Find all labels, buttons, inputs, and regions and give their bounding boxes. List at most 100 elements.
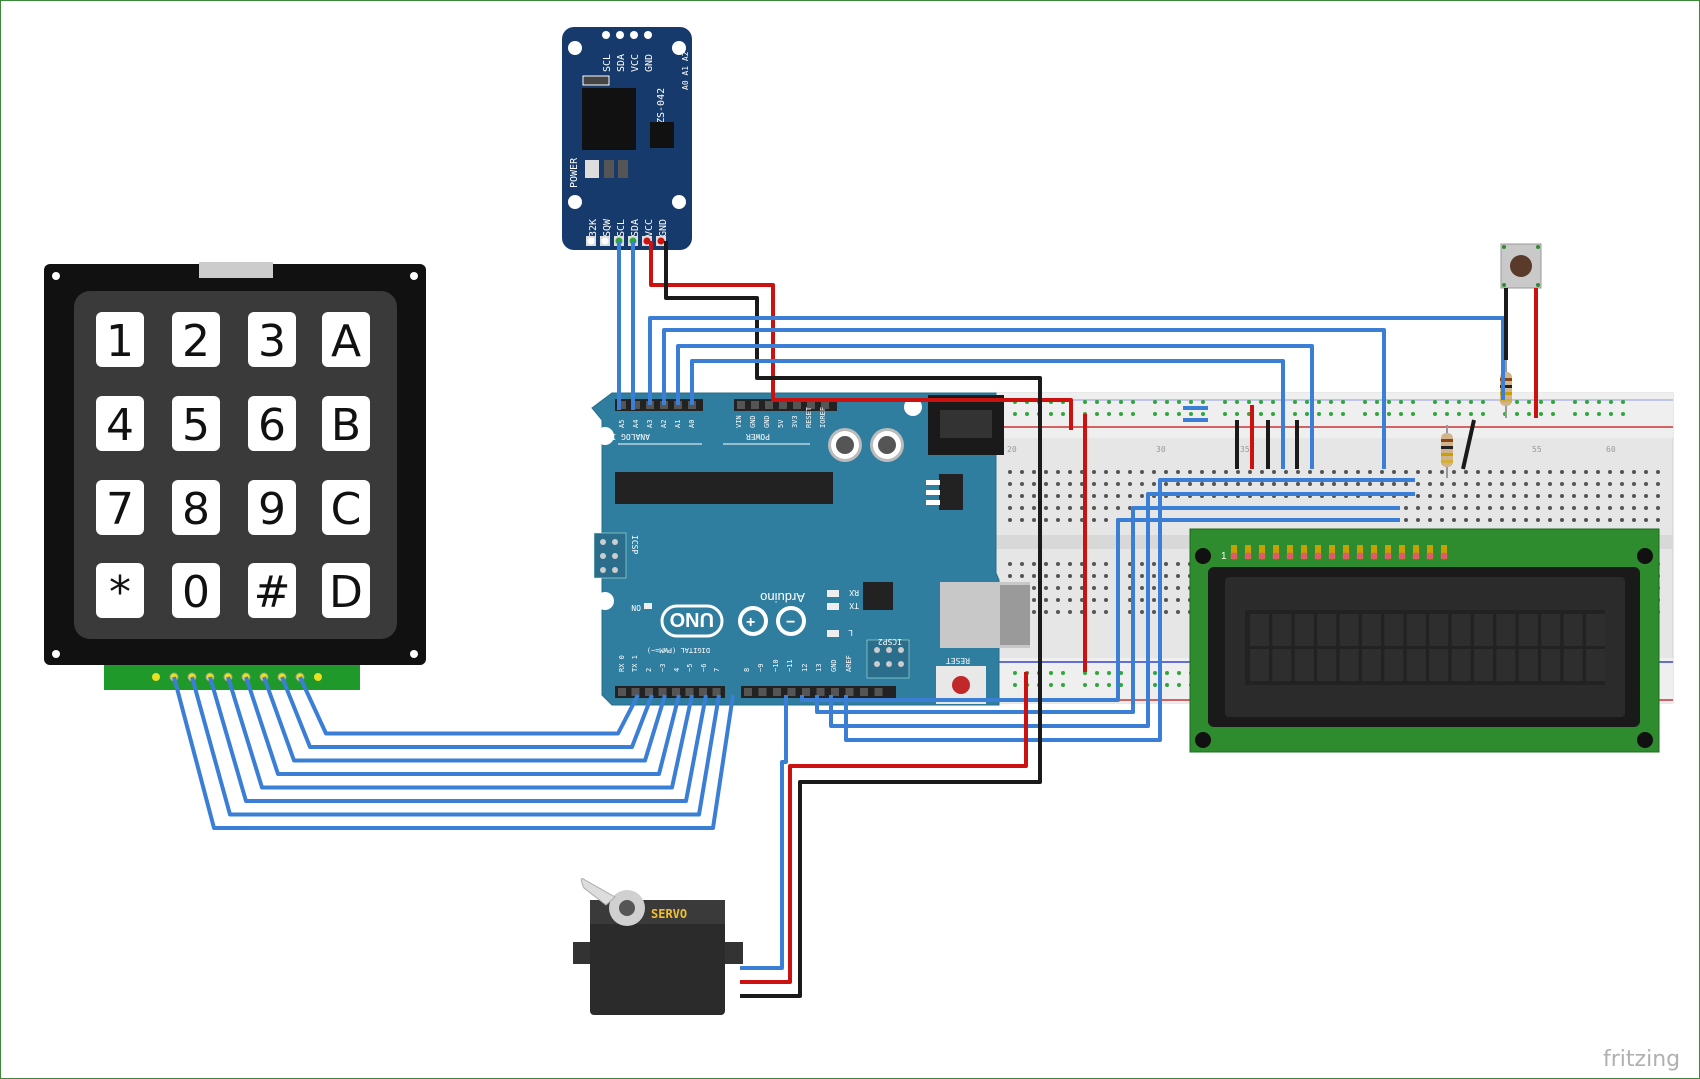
- key-3[interactable]: 3: [248, 312, 296, 367]
- key-label: 2: [182, 316, 210, 367]
- wire: [829, 492, 1415, 728]
- uno-label: UNO: [670, 608, 714, 630]
- tx-label: TX: [849, 601, 859, 610]
- key-B[interactable]: B: [322, 396, 370, 451]
- wire: [262, 676, 667, 763]
- rtc-bottom-pin-sqw: SQW: [602, 218, 613, 237]
- key-label: 6: [258, 400, 286, 451]
- key-9[interactable]: 9: [248, 480, 296, 535]
- arduino-digital-header: [615, 686, 896, 698]
- usb-chip: [863, 582, 893, 610]
- wire: [690, 359, 1285, 469]
- lcd-character-cells: [1250, 614, 1605, 681]
- rtc-mount-hole: [568, 41, 582, 55]
- rtc-bottom-pin-vcc: VCC: [644, 219, 655, 237]
- servo-motor: SERVO: [573, 878, 743, 1015]
- key-label: #: [254, 567, 291, 618]
- key-A[interactable]: A: [322, 312, 370, 367]
- wire: [280, 676, 654, 749]
- digital-pin-label: 8: [743, 668, 751, 672]
- wire: [815, 506, 1400, 714]
- wire: [244, 676, 681, 776]
- lcd-mount-hole: [1637, 548, 1653, 564]
- on-led: [644, 603, 652, 609]
- key-4[interactable]: 4: [96, 396, 144, 451]
- fritzing-watermark: fritzing: [1603, 1047, 1680, 1072]
- power-pin-vin: VIN: [735, 415, 743, 428]
- rtc-top-pin-gnd: GND: [644, 54, 655, 72]
- push-button-cap[interactable]: [1510, 255, 1532, 277]
- digital-pin-label: ~5: [686, 664, 694, 672]
- digital-pin-label: ~3: [659, 664, 667, 672]
- rtc-mount-hole: [568, 195, 582, 209]
- icsp-header: [593, 532, 627, 579]
- analog-in-header: ANALOG IN: [606, 432, 650, 441]
- analog-pin-a0: A0: [688, 420, 696, 428]
- rtc-mount-hole: [672, 41, 686, 55]
- arduino-mount-hole: [596, 592, 614, 610]
- key-label: 4: [106, 400, 134, 451]
- col-number-55: 55: [1532, 445, 1542, 454]
- digital-pin-label: ~9: [757, 664, 765, 672]
- push-button: [1500, 243, 1542, 300]
- wire: [800, 518, 1400, 702]
- key-label: C: [331, 484, 362, 535]
- rtc-mount-hole: [672, 195, 686, 209]
- key-6[interactable]: 6: [248, 396, 296, 451]
- icsp2-header: [866, 639, 910, 679]
- reset-label: RESET: [946, 656, 970, 665]
- lcd-module: 1: [1189, 528, 1660, 753]
- key-*[interactable]: *: [96, 563, 144, 618]
- key-2[interactable]: 2: [172, 312, 220, 367]
- wires: [172, 241, 1538, 998]
- col-number-60: 60: [1606, 445, 1616, 454]
- key-label: D: [329, 567, 363, 618]
- svg-text:−: −: [786, 614, 795, 631]
- wire: [649, 241, 1073, 430]
- rtc-chip: [582, 88, 636, 150]
- key-D[interactable]: D: [322, 563, 370, 618]
- rtc-bottom-pin-gnd: GND: [658, 219, 669, 237]
- arduino-uno: A5 A4 A3 A2 A1 A0 VIN GND GND 5V 3V3 RES…: [591, 392, 1030, 706]
- digital-pin-label: 13: [815, 664, 823, 672]
- key-#[interactable]: #: [248, 563, 296, 618]
- key-1[interactable]: 1: [96, 312, 144, 367]
- key-label: 5: [182, 400, 210, 451]
- wire: [208, 676, 708, 803]
- wire: [664, 241, 1042, 414]
- key-label: A: [331, 316, 361, 367]
- rtc-top-pin-scl: SCL: [602, 54, 613, 72]
- key-label: 1: [106, 316, 134, 367]
- analog-pin-a1: A1: [674, 420, 682, 428]
- col-number-30: 30: [1156, 445, 1166, 454]
- wire: [740, 672, 1042, 998]
- wire: [172, 676, 735, 830]
- digital-pin-label: ~11: [786, 659, 794, 672]
- wire: [1461, 419, 1476, 470]
- svg-text:+: +: [746, 614, 755, 631]
- rtc-power-label: POWER: [569, 157, 580, 188]
- power-pin-gnd: GND: [749, 415, 757, 428]
- power-pin-ioref: IOREF: [819, 407, 827, 428]
- atmega-chip: [615, 472, 833, 504]
- key-label: 9: [258, 484, 286, 535]
- icsp2-label: ICSP2: [878, 637, 902, 646]
- key-C[interactable]: C: [322, 480, 370, 535]
- rtc-top-header: [602, 31, 652, 39]
- wire: [662, 328, 1386, 469]
- key-label: B: [331, 400, 361, 451]
- key-7[interactable]: 7: [96, 480, 144, 535]
- reset-button-cap[interactable]: [952, 676, 970, 694]
- arduino-mount-hole: [596, 427, 614, 445]
- wire: [740, 672, 1028, 984]
- key-8[interactable]: 8: [172, 480, 220, 535]
- key-0[interactable]: 0: [172, 563, 220, 618]
- rtc-bottom-pin-scl: SCL: [616, 219, 627, 237]
- digital-pin-label: TX 1: [631, 655, 639, 672]
- key-5[interactable]: 5: [172, 396, 220, 451]
- key-label: 7: [106, 484, 134, 535]
- rtc-eeprom-chip: [650, 122, 674, 148]
- power-pin-gnd2: GND: [763, 415, 771, 428]
